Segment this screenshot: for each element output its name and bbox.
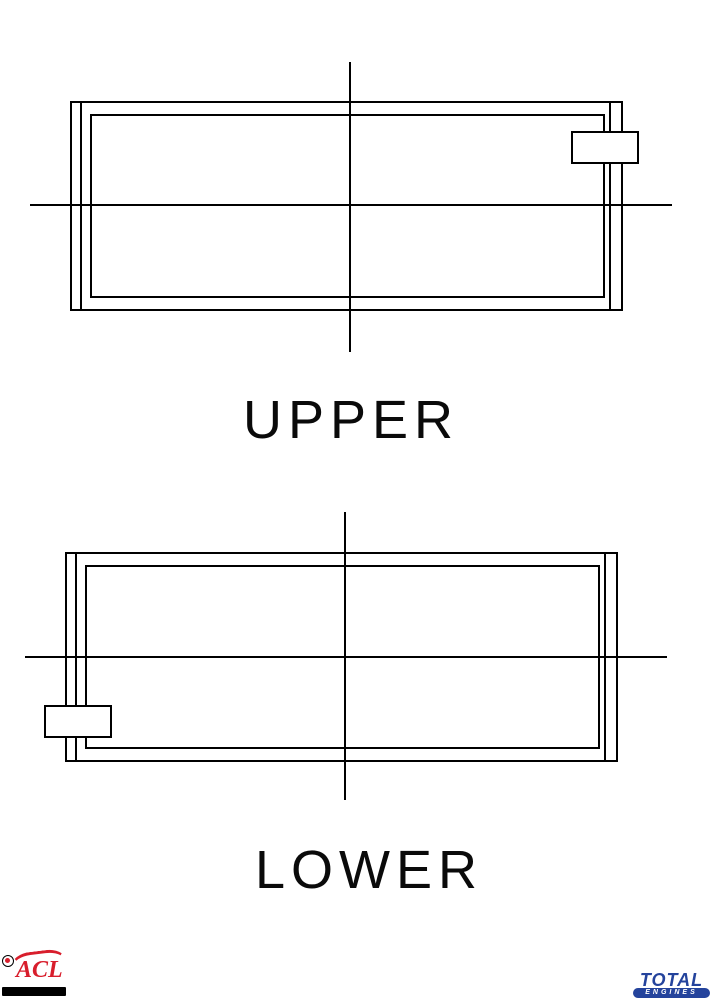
total-engines-wordmark: TOTAL <box>639 970 704 990</box>
acl-emblem-icon <box>2 955 14 967</box>
lower-left-parting-line <box>75 554 77 760</box>
upper-shell-inner-outline <box>90 114 605 298</box>
upper-shell-outer-outline <box>70 101 623 311</box>
upper-left-parting-line <box>80 103 82 309</box>
lower-locating-tab <box>44 705 112 738</box>
lower-shell-inner-outline <box>85 565 600 749</box>
upper-label: UPPER <box>242 390 460 450</box>
upper-horizontal-centerline <box>30 204 672 206</box>
acl-logo: ACL <box>2 947 68 999</box>
acl-wordmark: ACL <box>16 957 63 983</box>
lower-shell-outer-outline <box>65 552 618 762</box>
lower-horizontal-centerline <box>25 656 667 658</box>
upper-vertical-centerline <box>349 62 351 352</box>
upper-right-parting-line <box>609 103 611 309</box>
upper-locating-tab <box>571 131 639 164</box>
total-engines-sub-bar: ENGINES <box>633 988 710 998</box>
lower-right-parting-line <box>604 554 606 760</box>
total-engines-logo: TOTAL ENGINES <box>633 970 710 999</box>
acl-tagline-bar <box>2 987 66 996</box>
lower-label: LOWER <box>254 840 484 900</box>
